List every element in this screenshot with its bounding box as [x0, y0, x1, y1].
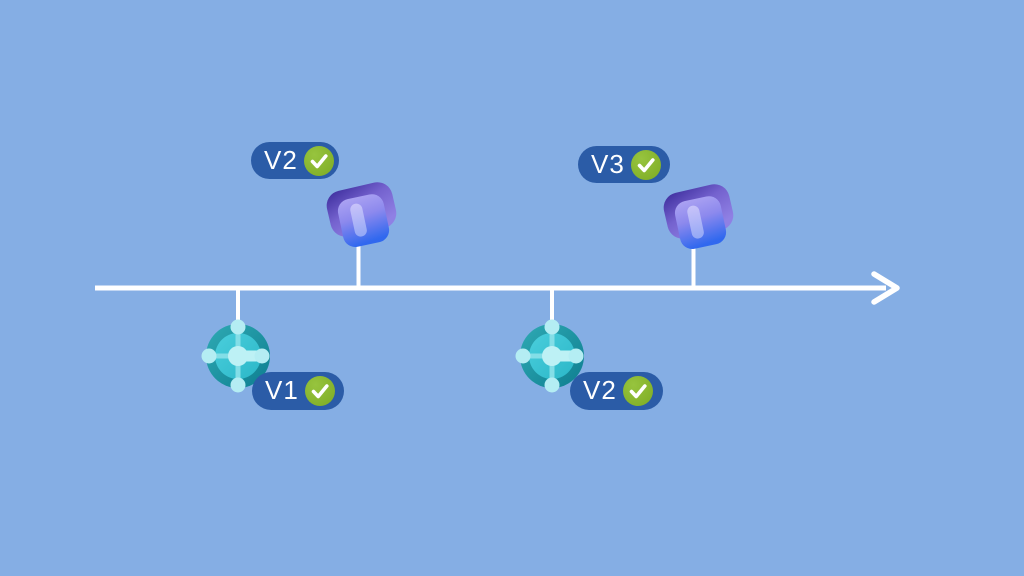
version-badge-dataverse-v3: V3	[578, 146, 670, 183]
check-icon	[630, 149, 661, 180]
hub-nodes	[201, 319, 270, 393]
api-connector-icon	[201, 319, 270, 393]
check-icon	[622, 376, 653, 406]
version-badge-dataverse-v2: V2	[251, 142, 339, 179]
version-label: V3	[591, 148, 625, 179]
version-label: V2	[583, 375, 617, 405]
check-icon	[303, 145, 334, 176]
hub-center-node	[542, 346, 562, 366]
hub-center-node	[228, 346, 248, 366]
version-label: V2	[264, 144, 298, 175]
version-badge-api-v2: V2	[570, 372, 663, 410]
version-label: V1	[265, 375, 299, 405]
dataverse-inner-highlight	[687, 205, 704, 239]
timeline-arrowhead-icon	[871, 271, 900, 305]
dataverse-icon	[663, 184, 734, 249]
hub-nodes	[515, 319, 584, 393]
dataverse-inner-highlight	[350, 203, 367, 237]
dataverse-icon	[326, 182, 397, 247]
check-icon	[304, 376, 335, 406]
api-connector-icon	[515, 319, 584, 393]
version-badge-api-v1: V1	[252, 372, 344, 410]
